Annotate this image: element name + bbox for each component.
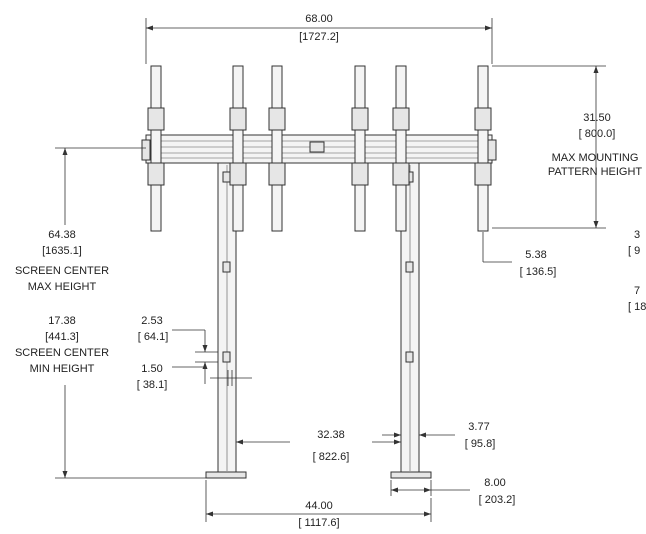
screen-center-min-line2: MIN HEIGHT bbox=[30, 363, 95, 375]
leg-inner-gap-value: 32.38 bbox=[317, 429, 345, 441]
mounting-pattern-line1: MAX MOUNTING bbox=[552, 152, 639, 164]
screen-center-max-value: 64.38 bbox=[48, 229, 76, 241]
slot-pitch-metric: [ 64.1] bbox=[138, 331, 169, 343]
cut-b-value: 7 bbox=[634, 285, 640, 297]
leg-spacing-value: 44.00 bbox=[305, 500, 333, 512]
screen-center-min-line1: SCREEN CENTER bbox=[15, 347, 109, 359]
screen-center-min-value: 17.38 bbox=[48, 315, 76, 327]
left-foot bbox=[205, 471, 247, 479]
bracket-offset-value: 5.38 bbox=[525, 249, 546, 261]
leg-inner-gap-metric: [ 822.6] bbox=[313, 451, 350, 463]
leg-width-metric: [ 95.8] bbox=[465, 438, 496, 450]
screen-center-min-metric: [441.3] bbox=[45, 331, 79, 343]
mounting-pattern-line2: PATTERN HEIGHT bbox=[548, 166, 643, 178]
slot-pitch-value: 2.53 bbox=[141, 315, 162, 327]
cut-a-metric: [ 9 bbox=[628, 245, 640, 257]
screen-center-max-line2: MAX HEIGHT bbox=[28, 281, 97, 293]
slot-height-value: 1.50 bbox=[141, 363, 162, 375]
dimension-labels: 68.00 [1727.2] 31.50 [ 800.0] MAX MOUNTI… bbox=[15, 13, 646, 529]
overall-width-value: 68.00 bbox=[305, 13, 333, 25]
mounting-pattern-metric: [ 800.0] bbox=[579, 128, 616, 140]
foot-width-metric: [ 203.2] bbox=[479, 494, 516, 506]
leg-width-value: 3.77 bbox=[468, 421, 489, 433]
cut-b-metric: [ 18 bbox=[628, 301, 646, 313]
dimension-lines bbox=[55, 18, 606, 522]
stand-structure bbox=[141, 65, 497, 479]
vesa-brackets bbox=[150, 65, 489, 232]
bracket-hardware bbox=[147, 107, 492, 186]
slot-height-metric: [ 38.1] bbox=[137, 379, 168, 391]
foot-width-value: 8.00 bbox=[484, 477, 505, 489]
overall-width-metric: [1727.2] bbox=[299, 31, 339, 43]
right-foot bbox=[390, 471, 432, 479]
screen-center-max-metric: [1635.1] bbox=[42, 245, 82, 257]
leg-spacing-metric: [ 1117.6] bbox=[298, 517, 339, 529]
mounting-pattern-value: 31.50 bbox=[583, 112, 611, 124]
cut-a-value: 3 bbox=[634, 229, 640, 241]
bracket-offset-metric: [ 136.5] bbox=[520, 266, 557, 278]
screen-center-max-line1: SCREEN CENTER bbox=[15, 265, 109, 277]
